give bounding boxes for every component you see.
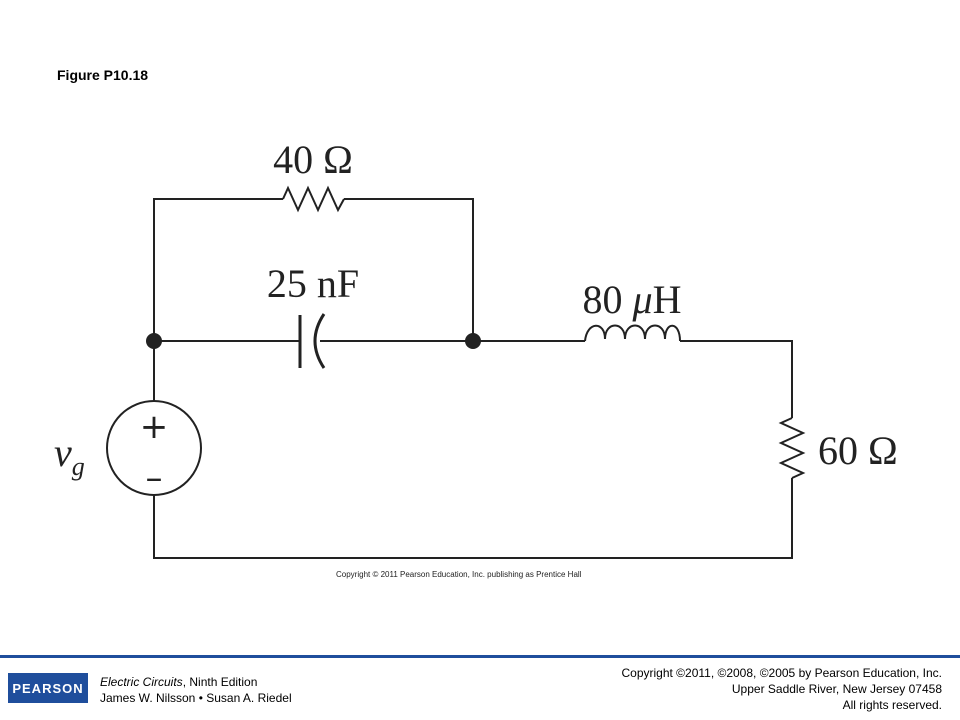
- circuit-diagram: + – vg 40 Ω 25 nF 80 μH 60 Ω: [54, 137, 898, 559]
- resistor-60-label: 60 Ω: [818, 428, 898, 473]
- voltage-source-label: vg: [54, 430, 85, 481]
- rights-line-3: All rights reserved.: [842, 698, 942, 712]
- figure-title: Figure P10.18: [57, 67, 149, 83]
- resistor-60-symbol: [778, 417, 806, 479]
- book-info: Electric Circuits, Ninth Edition James W…: [100, 674, 292, 706]
- wire-right: [680, 340, 793, 418]
- source-plus-sign: +: [140, 407, 169, 447]
- book-edition: , Ninth Edition: [182, 675, 258, 689]
- publisher-rights: Copyright ©2011, ©2008, ©2005 by Pearson…: [621, 665, 942, 713]
- capacitor-plate-curved: [313, 313, 326, 369]
- voltage-source-symbol: [106, 400, 202, 496]
- resistor-40-label: 40 Ω: [273, 137, 353, 182]
- inductor-symbol: [584, 324, 681, 342]
- book-title-line: Electric Circuits, Ninth Edition: [100, 674, 292, 690]
- wire-right-lower: [153, 478, 793, 559]
- wire-top-right: [344, 198, 474, 341]
- figure-copyright: Copyright © 2011 Pearson Education, Inc.…: [336, 570, 582, 579]
- resistor-40-symbol: [282, 185, 345, 213]
- rights-line-2: Upper Saddle River, New Jersey 07458: [731, 682, 942, 696]
- node-left: [146, 333, 162, 349]
- source-minus-sign: –: [146, 458, 163, 498]
- pearson-logo: PEARSON: [8, 673, 88, 703]
- rights-line-1: Copyright ©2011, ©2008, ©2005 by Pearson…: [621, 666, 942, 680]
- inductor-label: 80 μH: [583, 277, 682, 322]
- footer-divider: [0, 655, 960, 658]
- capacitor-label: 25 nF: [267, 261, 359, 306]
- wire-left-upper: [153, 198, 283, 341]
- book-title: Electric Circuits: [100, 675, 183, 689]
- node-middle: [465, 333, 481, 349]
- book-authors: James W. Nilsson • Susan A. Riedel: [100, 691, 292, 705]
